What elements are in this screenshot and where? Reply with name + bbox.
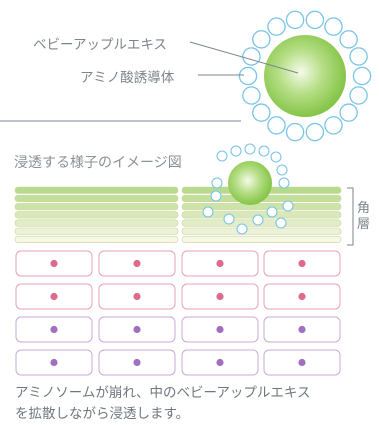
section-title: 浸透する様子のイメージ図 [14,155,182,171]
amino-molecule [275,217,287,229]
cell-nucleus [50,358,58,367]
amino-molecule [223,213,235,225]
cell-nucleus [133,358,141,367]
stratum-corneum-layers [14,186,342,243]
amino-molecule [258,145,270,157]
cell-nucleus [216,358,224,367]
cell-nucleus [298,292,306,301]
amino-molecule [285,122,305,142]
stratum-layer [14,211,179,219]
cell-nucleus [216,259,224,268]
skin-cells-grid [15,250,341,376]
cell-nucleus [133,259,141,268]
amino-molecule [236,223,248,235]
amino-molecule [267,17,286,36]
amino-molecule [305,122,325,142]
small-core [228,161,272,205]
stratum-layer [14,186,179,194]
amino-molecule [210,190,222,202]
amino-molecule [202,206,214,218]
cell-nucleus [298,358,306,367]
extract-label: ベビーアップルエキス [33,37,168,53]
amino-molecule [349,47,368,66]
amino-molecule [285,10,305,30]
stratum-layer [14,203,179,211]
cell-nucleus [50,292,58,301]
amino-molecule [324,116,343,135]
cell-nucleus [50,259,58,268]
amino-molecule [242,47,261,66]
amino-molecule [324,17,343,36]
cell-nucleus [133,292,141,301]
aminosome-small [202,143,294,235]
amino-molecule [339,103,358,122]
amino-molecule [238,66,258,86]
cell-nucleus [50,325,58,334]
baby-apple-extract-core [264,35,346,117]
stratum-layer [14,219,179,227]
stratum-label: 角 層 [357,201,370,233]
cell-nucleus [216,325,224,334]
caption: アミノソームが崩れ、中のベビーアップルエキス を拡散しながら浸透します。 [15,383,375,425]
amino-molecule [211,177,223,189]
stratum-layer [14,194,179,202]
amino-molecule [282,200,294,212]
amino-molecule [266,206,278,218]
extract-leader-line [189,41,299,74]
amino-molecule [270,151,282,163]
amino-molecule [252,103,271,122]
amino-molecule [339,30,358,49]
cell-nucleus [298,259,306,268]
aminosome-large [238,10,372,142]
cell-nucleus [133,325,141,334]
stratum-layer [181,235,342,243]
stratum-bracket [347,187,354,246]
amino-molecule [252,30,271,49]
amino-molecule [242,86,261,105]
amino-molecule [352,66,372,86]
amino-label: アミノ酸誘導体 [80,70,175,86]
amino-molecule [252,214,264,226]
caption-line1: アミノソームが崩れ、中のベビーアップルエキス [15,385,311,401]
amino-molecule [349,86,368,105]
small-amino-ring [202,143,294,235]
cell-nucleus [216,292,224,301]
stratum-label-line1: 角 [357,201,371,216]
stratum-layer [181,203,342,211]
amino-acid-ring [238,10,372,142]
amino-molecule [216,150,228,162]
stratum-layer [14,227,179,235]
amino-molecule [276,164,288,176]
stratum-layer [181,227,342,235]
amino-molecule [267,116,286,135]
stratum-label-line2: 層 [357,217,371,232]
amino-molecule [244,143,256,155]
caption-line2: を拡散しながら浸透します。 [15,406,190,422]
stratum-layer [14,235,179,243]
amino-molecule [230,145,242,157]
amino-molecule [305,10,325,30]
cell-nucleus [298,325,306,334]
amino-molecule [278,177,290,189]
